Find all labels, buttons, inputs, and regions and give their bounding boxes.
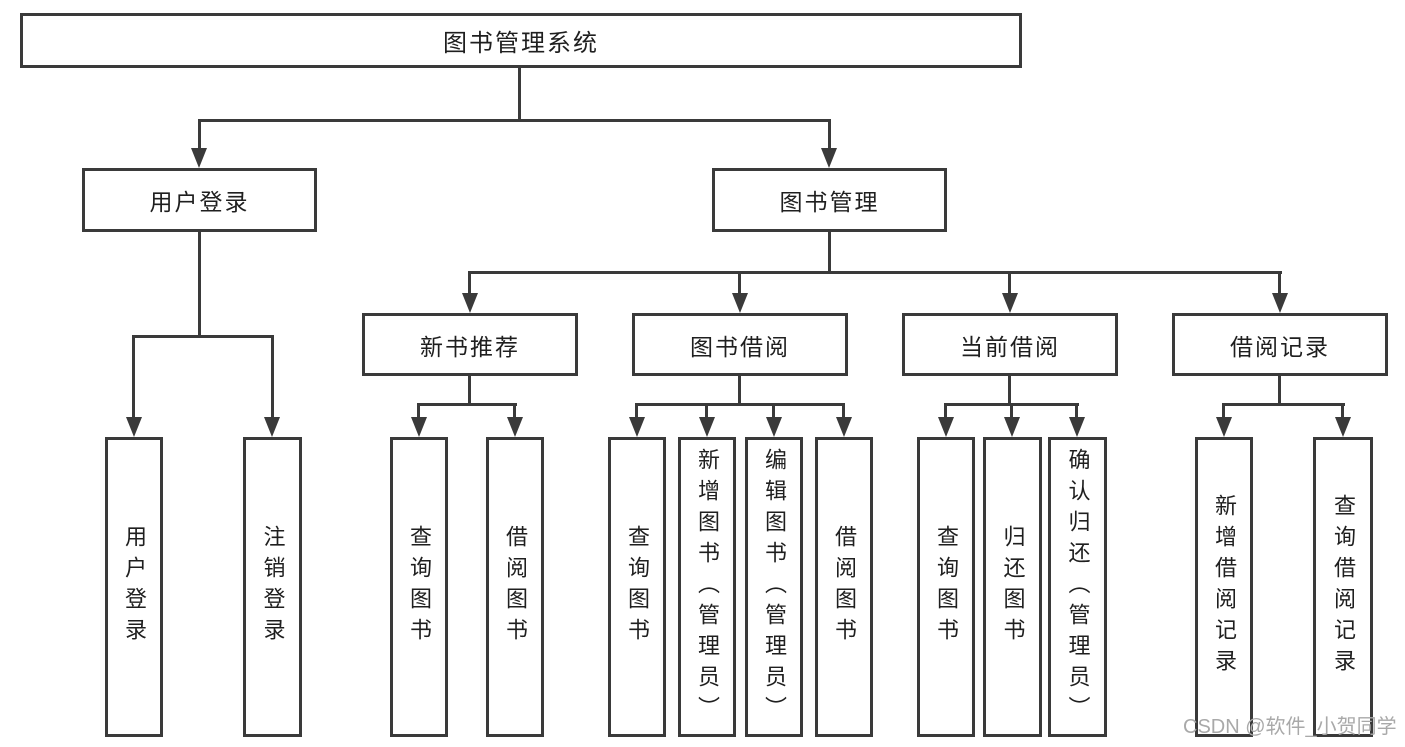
leaf-borrow-books-recommend: 借阅图书 <box>486 437 544 737</box>
connector-root-drop-left <box>198 119 201 152</box>
connector-current-drop-1 <box>944 403 947 421</box>
connector-book-mgmt-drop-3 <box>1008 271 1011 297</box>
arrow-to-current-borrowing <box>1002 293 1018 313</box>
leaf-user-login: 用户登录 <box>105 437 163 737</box>
connector-book-mgmt-drop-4 <box>1278 271 1281 297</box>
connector-book-mgmt-stem <box>828 232 831 274</box>
connector-user-login-stem <box>198 232 201 338</box>
connector-records-drop-2 <box>1341 403 1344 421</box>
connector-book-mgmt-drop-2 <box>738 271 741 297</box>
arrow-to-leaf-logout <box>264 417 280 437</box>
arrow-to-book-borrowing <box>732 293 748 313</box>
node-current-borrowing: 当前借阅 <box>902 313 1118 376</box>
connector-borrowing-rail <box>635 403 845 406</box>
connector-borrowing-drop-2 <box>705 403 708 421</box>
leaf-borrow-books-borrowing: 借阅图书 <box>815 437 873 737</box>
node-user-login: 用户登录 <box>82 168 317 232</box>
leaf-query-books-recommend: 查询图书 <box>390 437 448 737</box>
connector-root-rail <box>198 119 831 122</box>
connector-recommend-rail <box>417 403 517 406</box>
leaf-return-books: 归还图书 <box>983 437 1042 737</box>
leaf-add-book-admin: 新增图书（管理员） <box>678 437 736 737</box>
arrow-to-new-book-recommendation <box>462 293 478 313</box>
connector-current-drop-2 <box>1010 403 1013 421</box>
arrow-borrowing-leaf-4 <box>836 417 852 437</box>
connector-borrowing-drop-3 <box>772 403 775 421</box>
node-borrowing-records: 借阅记录 <box>1172 313 1388 376</box>
leaf-logout-login: 注销登录 <box>243 437 302 737</box>
leaf-query-borrow-record: 查询借阅记录 <box>1313 437 1373 737</box>
leaf-query-books-current: 查询图书 <box>917 437 975 737</box>
arrow-borrowing-leaf-3 <box>766 417 782 437</box>
arrow-records-leaf-2 <box>1335 417 1351 437</box>
arrow-to-borrowing-records <box>1272 293 1288 313</box>
connector-user-login-rail <box>132 335 274 338</box>
arrow-records-leaf-1 <box>1216 417 1232 437</box>
arrow-recommend-leaf-1 <box>411 417 427 437</box>
arrow-current-leaf-1 <box>938 417 954 437</box>
connector-recommend-stem <box>468 376 471 406</box>
leaf-query-books-borrowing: 查询图书 <box>608 437 666 737</box>
node-new-book-recommendation: 新书推荐 <box>362 313 578 376</box>
connector-book-mgmt-drop-1 <box>468 271 471 297</box>
leaf-confirm-return-admin: 确认归还（管理员） <box>1048 437 1107 737</box>
connector-borrowing-drop-4 <box>842 403 845 421</box>
connector-borrowing-drop-1 <box>635 403 638 421</box>
connector-records-drop-1 <box>1222 403 1225 421</box>
connector-current-stem <box>1008 376 1011 406</box>
arrow-to-book-management <box>821 148 837 168</box>
csdn-watermark: CSDN @软件_小贺同学 <box>1183 716 1397 738</box>
node-book-borrowing: 图书借阅 <box>632 313 848 376</box>
node-library-management-system: 图书管理系统 <box>20 13 1022 68</box>
connector-user-login-drop-2 <box>271 335 274 421</box>
connector-records-rail <box>1222 403 1345 406</box>
connector-borrowing-stem <box>738 376 741 406</box>
arrow-to-leaf-user-login <box>126 417 142 437</box>
node-book-management: 图书管理 <box>712 168 947 232</box>
connector-current-drop-3 <box>1075 403 1078 421</box>
leaf-add-borrow-record: 新增借阅记录 <box>1195 437 1253 737</box>
connector-root-drop-right <box>828 119 831 152</box>
arrow-borrowing-leaf-2 <box>699 417 715 437</box>
connector-recommend-drop-1 <box>417 403 420 421</box>
connector-records-stem <box>1278 376 1281 406</box>
connector-user-login-drop-1 <box>132 335 135 421</box>
connector-recommend-drop-2 <box>513 403 516 421</box>
arrow-recommend-leaf-2 <box>507 417 523 437</box>
connector-root-stem <box>518 68 521 122</box>
arrow-to-user-login <box>191 148 207 168</box>
arrow-current-leaf-2 <box>1004 417 1020 437</box>
leaf-edit-book-admin: 编辑图书（管理员） <box>745 437 803 737</box>
arrow-borrowing-leaf-1 <box>629 417 645 437</box>
arrow-current-leaf-3 <box>1069 417 1085 437</box>
connector-book-mgmt-rail <box>468 271 1282 274</box>
